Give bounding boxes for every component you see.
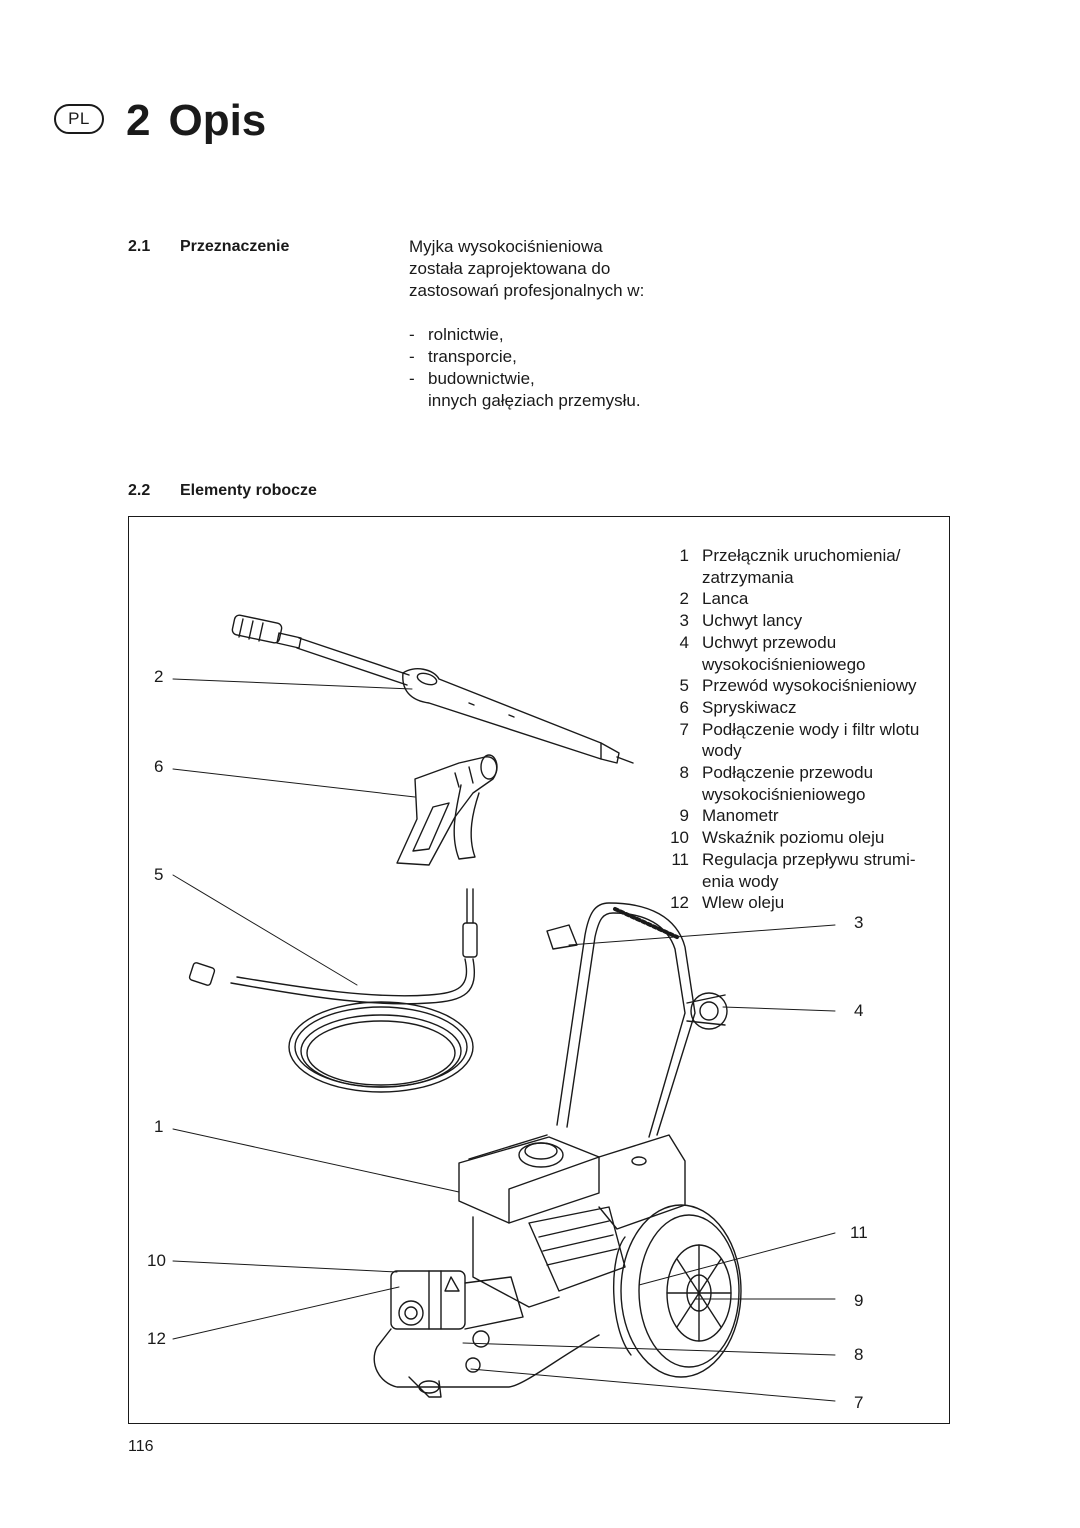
callout-number: 11 bbox=[850, 1223, 868, 1242]
callout-number: 5 bbox=[154, 865, 164, 884]
callout-number: 3 bbox=[854, 913, 864, 932]
purpose-text: Myjka wysokociśnieniowa została zaprojek… bbox=[409, 236, 644, 412]
callout-lines bbox=[172, 678, 836, 1402]
callout-number: 12 bbox=[147, 1329, 166, 1348]
language-badge: PL bbox=[54, 104, 104, 134]
washer-frame bbox=[546, 902, 728, 1138]
spray-gun bbox=[396, 754, 498, 866]
base-frame bbox=[373, 1328, 600, 1398]
chapter-heading: 2 Opis bbox=[126, 94, 266, 148]
section-number: 2.1 bbox=[128, 238, 151, 255]
usage-list: -rolnictwie, -transporcie, -budownictwie… bbox=[409, 324, 644, 412]
callout-number: 8 bbox=[854, 1345, 864, 1364]
callout-number: 7 bbox=[854, 1393, 864, 1412]
wheel bbox=[613, 1204, 742, 1378]
section-number: 2.2 bbox=[128, 482, 151, 499]
section-title: Przeznaczenie bbox=[180, 238, 290, 255]
pressure-washer-illustration bbox=[172, 614, 836, 1402]
list-item: -budownictwie, bbox=[409, 369, 535, 388]
page-number: 116 bbox=[128, 1438, 154, 1455]
list-closing-line: innych gałęziach przemysłu. bbox=[428, 391, 641, 410]
purpose-intro-line: Myjka wysokociśnieniowa bbox=[409, 237, 603, 256]
engine bbox=[458, 1134, 686, 1308]
section-heading-components: 2.2 Elementy robocze bbox=[128, 480, 317, 502]
callout-number: 2 bbox=[154, 667, 164, 686]
callout-number: 6 bbox=[154, 757, 164, 776]
purpose-intro-line: zastosowań profesjonalnych w: bbox=[409, 281, 645, 300]
callout-number: 4 bbox=[854, 1001, 864, 1020]
purpose-intro-line: została zaprojektowana do bbox=[409, 259, 611, 278]
chapter-title: Opis bbox=[168, 96, 267, 145]
callout-number: 9 bbox=[854, 1291, 864, 1310]
callout-number: 10 bbox=[147, 1251, 166, 1270]
pump bbox=[390, 1270, 524, 1373]
chapter-number: 2 bbox=[126, 96, 151, 145]
list-item: -rolnictwie, bbox=[409, 325, 504, 344]
list-item: -transporcie, bbox=[409, 347, 517, 366]
high-pressure-hose bbox=[188, 888, 478, 1093]
section-title: Elementy robocze bbox=[180, 482, 317, 499]
section-heading-purpose: 2.1 Przeznaczenie bbox=[128, 236, 289, 258]
lance bbox=[231, 614, 634, 764]
callout-number: 1 bbox=[154, 1117, 164, 1136]
